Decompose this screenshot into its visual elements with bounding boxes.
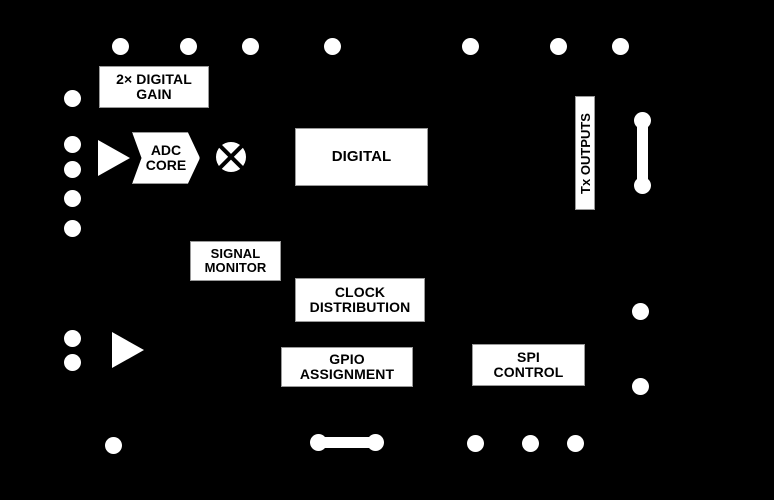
pad-left-column-6[interactable] [63, 329, 81, 347]
pad-bottom-row-2[interactable] [466, 434, 484, 452]
pad-left-column-1[interactable] [63, 89, 81, 107]
mixer-icon [216, 142, 246, 172]
pad-bottom-row-3[interactable] [521, 434, 539, 452]
block-adc-core[interactable]: ADC CORE [132, 132, 200, 184]
pad-left-column-5[interactable] [63, 219, 81, 237]
pad-right-column-1[interactable] [631, 302, 649, 320]
pad-top-row-5[interactable] [461, 37, 479, 55]
bottom-dumbbell-pad-1[interactable] [310, 434, 327, 451]
block-tx-outputs[interactable]: Tx OUTPUTS [575, 96, 595, 210]
tx-output-dumbbell-pad-2[interactable] [634, 177, 651, 194]
tx-outputs-label: Tx OUTPUTS [577, 112, 593, 194]
pad-top-row-1[interactable] [111, 37, 129, 55]
pad-left-column-7[interactable] [63, 353, 81, 371]
pad-top-row-3[interactable] [241, 37, 259, 55]
block-clock-distribution[interactable]: CLOCK DISTRIBUTION [295, 278, 425, 322]
rx-amplifier-icon [98, 140, 130, 176]
pad-left-column-2[interactable] [63, 135, 81, 153]
tx-output-dumbbell-pad-1[interactable] [634, 112, 651, 129]
pad-left-column-3[interactable] [63, 160, 81, 178]
bottom-dumbbell-bar [318, 437, 376, 448]
pad-top-row-6[interactable] [549, 37, 567, 55]
bottom-dumbbell-pad-2[interactable] [367, 434, 384, 451]
pad-top-row-4[interactable] [323, 37, 341, 55]
pad-bottom-row-4[interactable] [566, 434, 584, 452]
pad-left-column-4[interactable] [63, 189, 81, 207]
tx-output-dumbbell[interactable] [634, 112, 651, 194]
block-spi-control[interactable]: SPI CONTROL [472, 344, 585, 386]
block-digital-gain[interactable]: 2× DIGITAL GAIN [99, 66, 209, 108]
tx-output-dumbbell-bar [637, 120, 648, 186]
block-gpio-assignment[interactable]: GPIO ASSIGNMENT [281, 347, 413, 387]
block-signal-monitor[interactable]: SIGNAL MONITOR [190, 241, 281, 281]
pad-right-column-2[interactable] [631, 377, 649, 395]
pad-bottom-row-1[interactable] [104, 436, 122, 454]
bottom-dumbbell[interactable] [310, 434, 384, 451]
tx-amplifier-icon [112, 332, 144, 368]
pad-top-row-2[interactable] [179, 37, 197, 55]
pad-top-row-7[interactable] [611, 37, 629, 55]
block-digital[interactable]: DIGITAL [295, 128, 428, 186]
